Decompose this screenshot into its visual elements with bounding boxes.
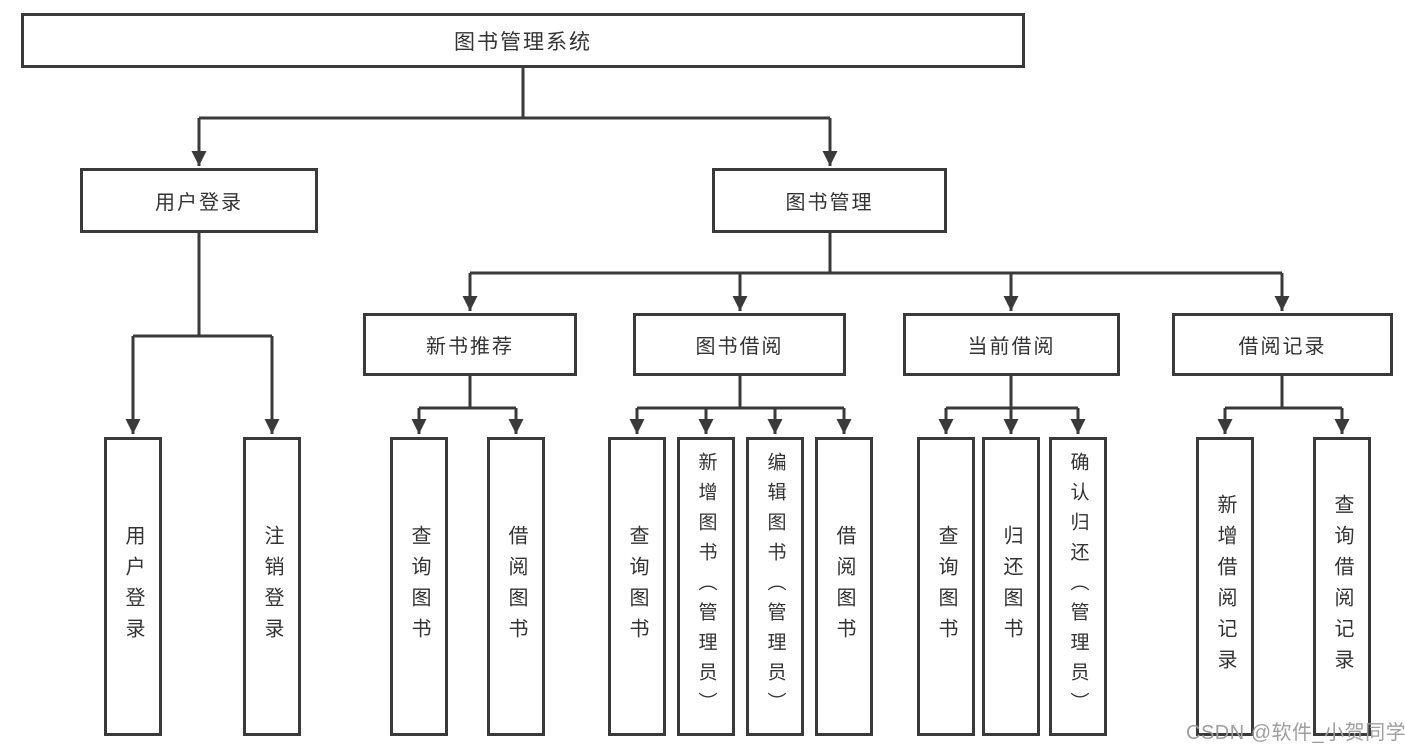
node-new-book-recommend: 新书推荐 [363,313,577,376]
leaf-user-login: 用户登录 [104,437,162,736]
leaf-add-book-admin: 新增图书（管理员） [677,437,735,736]
leaf-query-book: 查询图书 [390,437,448,736]
node-borrow-record: 借阅记录 [1172,313,1393,376]
leaf-confirm-return-admin: 确认归还（管理员） [1049,437,1107,736]
leaf-return-book: 归还图书 [982,437,1040,736]
leaf-query-borrow-record: 查询借阅记录 [1313,437,1371,736]
leaf-edit-book-admin: 编辑图书（管理员） [746,437,804,736]
node-book-management: 图书管理 [712,168,947,233]
node-user-login: 用户登录 [80,168,318,233]
leaf-borrow-book: 借阅图书 [815,437,873,736]
leaf-logout: 注销登录 [243,437,301,736]
connector-group [125,68,1350,434]
node-book-borrow: 图书借阅 [633,313,846,376]
leaf-query-book: 查询图书 [608,437,666,736]
leaf-borrow-book: 借阅图书 [487,437,545,736]
node-current-borrow: 当前借阅 [903,313,1120,376]
node-root-system: 图书管理系统 [21,13,1025,68]
csdn-watermark: CSDN @软件_小贺同学 [1186,722,1405,744]
leaf-query-book: 查询图书 [917,437,975,736]
leaf-add-borrow-record: 新增借阅记录 [1196,437,1254,736]
